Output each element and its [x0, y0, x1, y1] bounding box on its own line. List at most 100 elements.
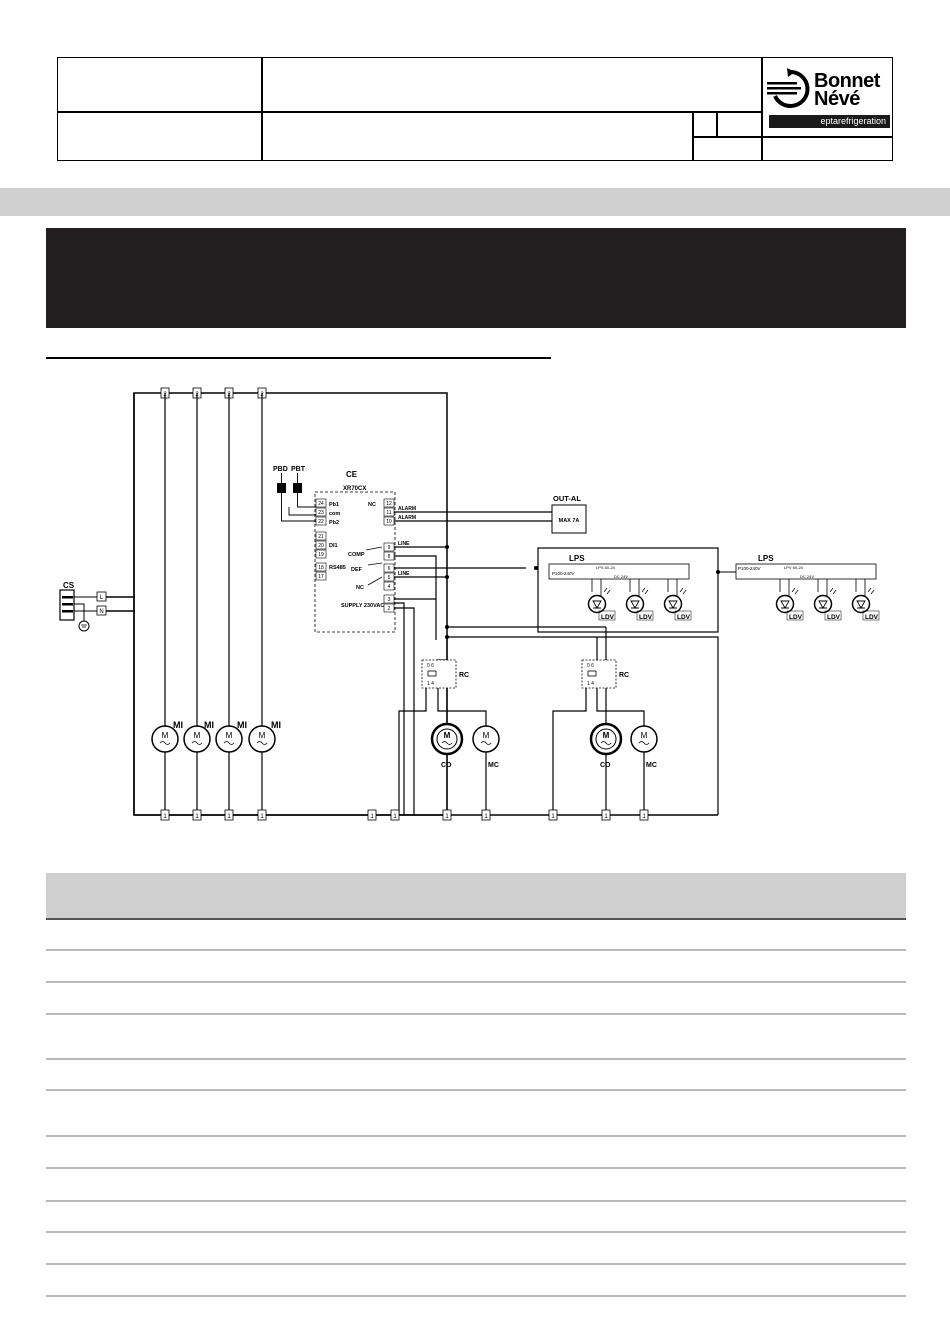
- probe-label: PBT: [291, 466, 306, 473]
- led-power-supply-right: LPS P100-240V LPV 60-24 DC 24V LDV LDV L…: [718, 554, 880, 621]
- ce-pin: 23: [318, 510, 324, 516]
- relay-pins: 0 6: [427, 663, 434, 669]
- logo-brand-line-2: Névé: [814, 88, 860, 110]
- ce-pin: 10: [386, 519, 392, 525]
- ce-pin: 17: [318, 574, 324, 580]
- ce-pin: 18: [318, 565, 324, 571]
- logo-brand-line-1: Bonnet: [814, 70, 880, 92]
- probe-label: PBD: [273, 466, 288, 473]
- table-row-divider: [46, 1200, 906, 1202]
- ce-pin: 24: [318, 501, 324, 507]
- table-row-divider: [46, 1058, 906, 1060]
- terminal-label: 1: [163, 814, 167, 820]
- wiring-diagram: M M 2 2 2 2: [59, 387, 880, 821]
- lps-dc-label: DC 24V: [800, 574, 814, 579]
- evaporator-fans: [164, 393, 263, 815]
- compressor-motor-icon: [430, 722, 464, 756]
- controller-ce: CE XR70CX 24 23 22 21 20 19 18 17 12 11 …: [314, 470, 396, 633]
- led-power-supply-left: LPS P100-240V LPS 60-24 DC 24V LDV LDV L…: [537, 547, 719, 633]
- ldv-label: LDV: [639, 614, 653, 621]
- lps-model-label: LPS 60-24: [596, 565, 616, 570]
- pin-label: RS485: [329, 565, 346, 571]
- relay-label: RC: [619, 672, 629, 679]
- ldv-label: LDV: [827, 614, 841, 621]
- title-block-divider: [692, 111, 694, 160]
- table-row-divider: [46, 1013, 906, 1015]
- alarm-label: ALARM: [398, 506, 416, 512]
- title-block-divider: [692, 136, 761, 138]
- relay-pins: 1 4: [587, 681, 594, 687]
- title-block-divider: [58, 111, 761, 113]
- alarm-output-label: OUT-AL: [553, 494, 581, 503]
- ldv-label: LDV: [789, 614, 803, 621]
- ldv-label: LDV: [601, 614, 615, 621]
- ce-pin: 21: [318, 534, 324, 540]
- ce-pin: 5: [388, 575, 391, 581]
- compressor-wiring: [398, 627, 645, 815]
- title-block-divider: [761, 58, 763, 160]
- neutral-label: N: [99, 609, 103, 615]
- lps-label: LPS: [569, 554, 585, 563]
- controller-wiring: [394, 511, 719, 815]
- table-row-divider: [46, 949, 906, 951]
- fan-label: MI: [173, 720, 183, 730]
- terminal-label: 1: [642, 814, 646, 820]
- section-rule: [46, 357, 551, 359]
- compressor-label: CO: [600, 762, 611, 769]
- table-row-divider: [46, 1167, 906, 1169]
- pin-label: SUPPLY 230VAC: [341, 603, 384, 609]
- table-row-divider: [46, 1089, 906, 1091]
- pin-label: DEF: [351, 567, 363, 573]
- pin-label: com: [329, 511, 340, 517]
- logo-swirl-icon: [767, 68, 810, 108]
- condenser-fan-icon: [472, 725, 500, 753]
- controller-model: XR70CX: [343, 486, 366, 492]
- title-banner: [46, 228, 906, 328]
- pin-label: DI1: [329, 543, 338, 549]
- table-row-divider: [46, 981, 906, 983]
- ce-pin: 4: [388, 584, 391, 590]
- ce-pin: 6: [388, 566, 391, 572]
- pin-label: Pb1: [329, 502, 339, 508]
- brand-logo: Bonnet Névé eptarefrigeration: [763, 60, 892, 134]
- logo-tagline-bar: eptarefrigeration: [769, 115, 890, 128]
- table-header: [46, 873, 906, 920]
- contactor-rc: 0 6 1 4 RC: [581, 659, 629, 689]
- terminal-label: 1: [393, 814, 397, 820]
- plug-label: CS: [63, 581, 75, 590]
- relay-pins: 1 4: [427, 681, 434, 687]
- junction-dots: [445, 545, 720, 639]
- terminal-label: 1: [195, 814, 199, 820]
- ce-pin: 11: [386, 510, 391, 516]
- plug-cs: CS L N: [59, 581, 107, 632]
- pin-label: NC: [356, 585, 364, 591]
- pin-label: Pb2: [329, 520, 339, 526]
- compressor-label: CO: [441, 762, 452, 769]
- title-block-divider: [716, 111, 718, 136]
- ce-pin: 12: [386, 501, 392, 507]
- line-label: LINE: [398, 541, 410, 547]
- section-band: [0, 188, 950, 216]
- lps-input-label: P100-240V: [738, 566, 761, 571]
- ldv-label: LDV: [677, 614, 691, 621]
- terminal-label: 1: [604, 814, 608, 820]
- terminal-label: 1: [227, 814, 231, 820]
- ce-pin: 9: [388, 545, 391, 551]
- ldv-label: LDV: [865, 614, 879, 621]
- relay-label: RC: [459, 672, 469, 679]
- terminal-label: 1: [260, 814, 264, 820]
- ce-pin: 3: [388, 597, 391, 603]
- table-row-divider: [46, 1295, 906, 1297]
- terminal-label: 1: [370, 814, 374, 820]
- ce-pin: 8: [388, 554, 391, 560]
- ce-pin: 22: [318, 519, 324, 525]
- condenser-fan-label: MC: [488, 762, 499, 769]
- lps-label: LPS: [758, 554, 774, 563]
- contactor-rc: 0 6 1 4 RC: [421, 659, 469, 689]
- alarm-output-rating: MAX 7A: [559, 518, 580, 524]
- ce-pin: 20: [318, 543, 324, 549]
- compressor-motor-icon: [589, 722, 623, 756]
- pin-label: NC: [368, 502, 376, 508]
- table-row-divider: [46, 1231, 906, 1233]
- condenser-fan-label: MC: [646, 762, 657, 769]
